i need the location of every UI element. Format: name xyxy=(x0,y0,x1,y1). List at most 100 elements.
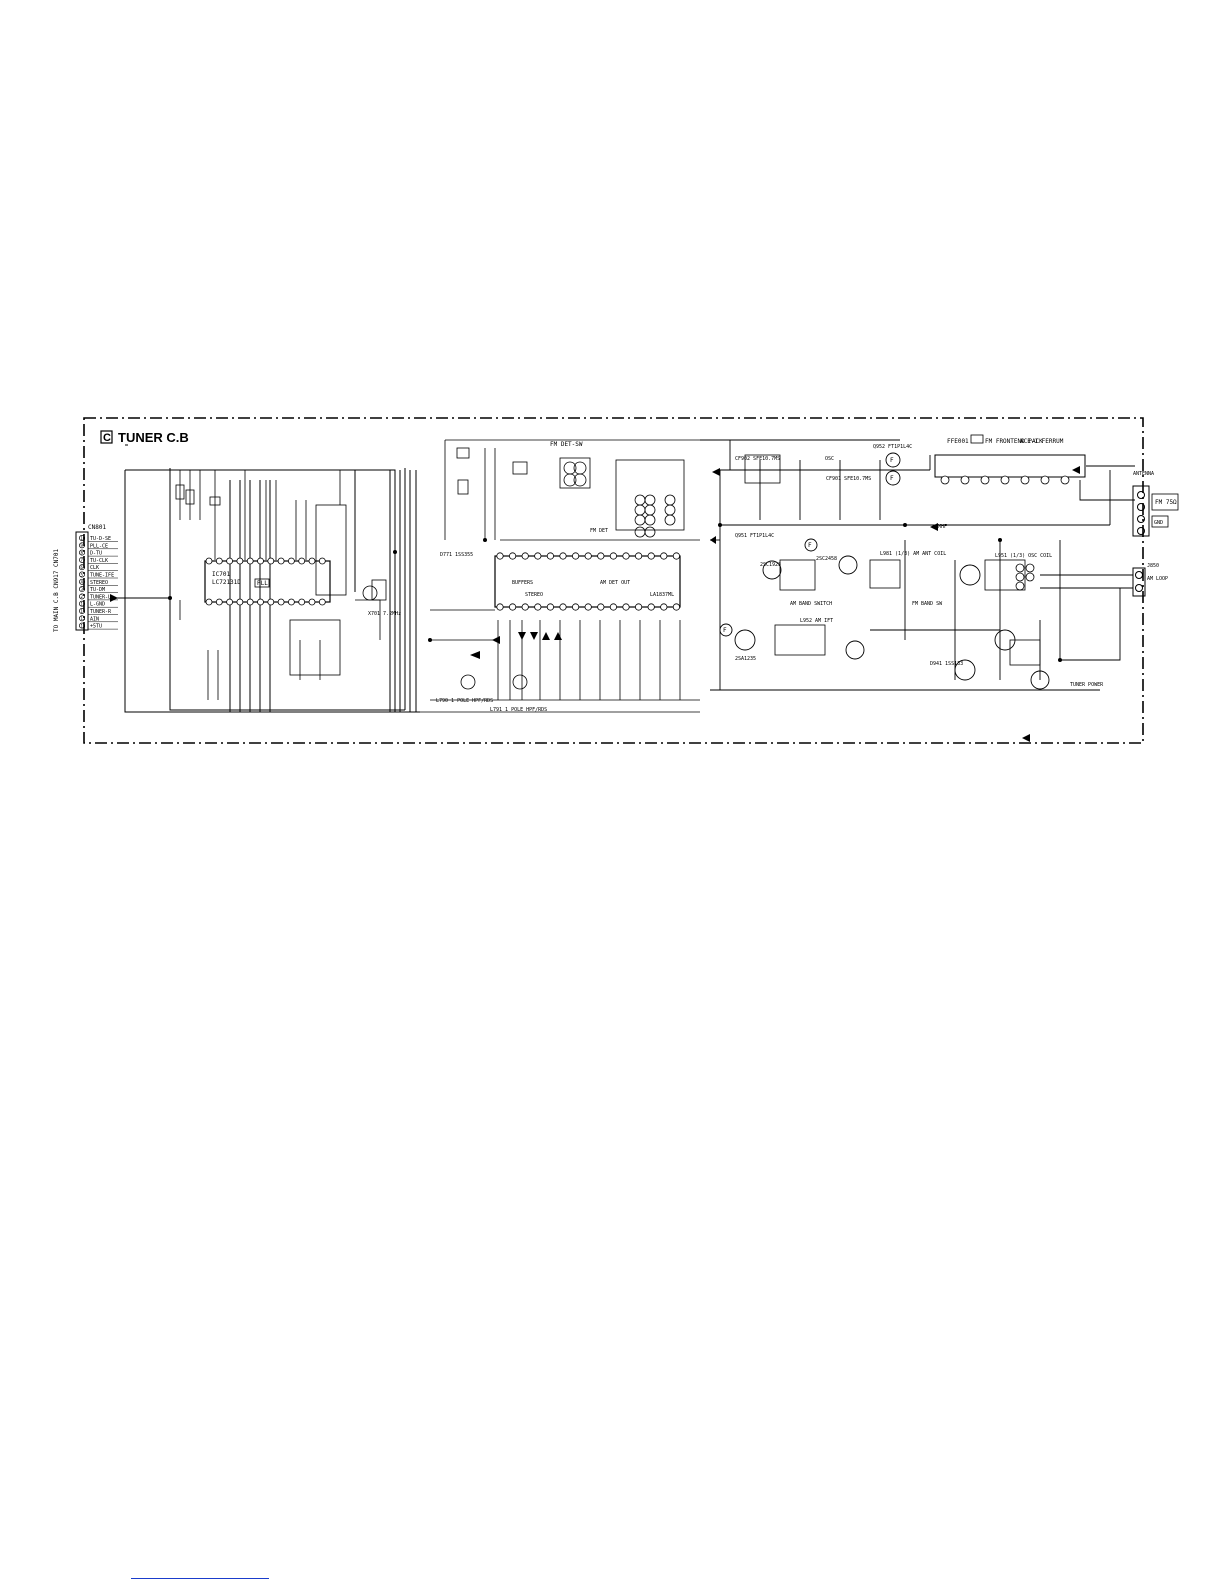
part-det: FM DET xyxy=(590,528,608,534)
cn801-signal-label: CLK xyxy=(90,565,99,571)
ic701-ref: IC701 xyxy=(212,571,230,578)
j801-ref: ANTENNA xyxy=(1133,471,1154,477)
footer-link-line[interactable] xyxy=(131,1578,269,1579)
ic701-pin xyxy=(287,598,295,606)
connector-j850: J850 AM LOOP xyxy=(1132,563,1168,597)
cn801-pin-number: 9 xyxy=(81,543,84,548)
cn801-pin xyxy=(79,535,85,541)
frontend-pin xyxy=(940,475,950,485)
ic701-part: LC72131D xyxy=(212,579,241,586)
ic701-pin xyxy=(277,598,285,606)
ic751-pin xyxy=(597,552,605,560)
if-peripherals xyxy=(420,439,700,713)
ic751-pin xyxy=(672,603,681,611)
ic751-pin xyxy=(571,552,580,560)
part-q953: 2SA1235 xyxy=(735,656,756,662)
ic751-pin xyxy=(584,552,592,560)
ic751-pin xyxy=(647,552,655,560)
signal-arrows xyxy=(110,466,1080,742)
junctions xyxy=(168,523,1062,662)
ic751-pin xyxy=(571,603,580,611)
cn801-pin xyxy=(79,586,85,593)
transistors xyxy=(719,452,1050,690)
svg-text:F: F xyxy=(723,627,727,634)
board-title-text: TUNER C.B xyxy=(118,430,189,445)
j801-fm: FM 75Ω xyxy=(1155,499,1177,506)
ic701-pin xyxy=(205,557,213,565)
ic751-pin xyxy=(622,603,630,611)
part-hf: MHF xyxy=(938,524,947,530)
cn801-pin-number: 5 xyxy=(81,572,84,577)
ic751-pin xyxy=(508,603,517,611)
j850-ref: J850 xyxy=(1147,563,1159,569)
part-q952: 2SC2458 xyxy=(816,556,837,562)
cn801-pin xyxy=(79,571,85,578)
cn801-pin xyxy=(79,556,85,563)
ic751-pin xyxy=(521,552,529,560)
ic701-pin xyxy=(298,557,306,565)
part-cf901: CF901 SFE10.7MS xyxy=(826,476,871,482)
fm-frontend: FFE001 FM FRONTEND PACK ACE-1 FERRUM xyxy=(934,434,1086,485)
cn801-pin xyxy=(79,608,85,614)
ic751-pin xyxy=(559,552,567,560)
part-coil-ant: L981 (1/3) AM ANT COIL xyxy=(880,551,946,557)
filter-labels: L790 1 POLE HPF/RDS L791 1 POLE HPF/RDS … xyxy=(436,552,547,713)
ic701-pin xyxy=(226,557,234,565)
part-xtal: X701 7.2MHz xyxy=(368,611,401,617)
cn801-signal-label: PLL-CE xyxy=(90,543,108,549)
ic751-pin xyxy=(634,603,643,611)
cn801-signal-label: TU-CLK xyxy=(90,558,108,564)
cn801-pin-number: 4 xyxy=(81,580,84,585)
rf-wiring xyxy=(700,439,1135,691)
cn801-signal-label: TU-DM xyxy=(90,587,105,593)
frontend-pin xyxy=(980,475,990,485)
part-tuner-power: TUNER POWER xyxy=(1070,682,1104,688)
cn801-signal-label: D-TU xyxy=(90,551,102,557)
part-coil-if: L952 AM IFT xyxy=(800,618,833,624)
ic751-if: BUFFERS AM DET OUT LA1837ML FM DET-SW xyxy=(494,441,681,611)
signal-bus xyxy=(115,444,420,713)
ic751-pin xyxy=(660,603,668,611)
ic751-pin xyxy=(508,552,517,560)
cn801-pin xyxy=(79,578,85,585)
ic701-pll: IC701 LC72131D PLL xyxy=(204,557,331,606)
cn801-pin-number: 13 xyxy=(81,623,86,628)
ic751-pin xyxy=(660,552,668,560)
ic751-pin xyxy=(496,552,504,560)
frontend-pin xyxy=(960,475,970,485)
part-stereo: STEREO xyxy=(525,592,543,598)
part-q902: Q952 FT1P1L4C xyxy=(873,444,912,450)
ic751-pin xyxy=(647,603,655,611)
cn801-side-label: TO MAIN C.B CN917 CN701 xyxy=(53,549,60,632)
part-q951: 2SC1923 xyxy=(760,562,781,568)
cn801-signal-label: TUNE-IFE xyxy=(90,573,114,579)
ic701-pin xyxy=(308,557,316,565)
ic751-pin xyxy=(634,552,643,560)
ic701-pin xyxy=(287,557,295,565)
coils xyxy=(744,454,1041,666)
ic701-pin xyxy=(246,598,254,606)
cn801-pin xyxy=(79,600,85,607)
connector-j801: ANTENNA FM 75Ω GND xyxy=(1132,471,1179,537)
ic751-pin xyxy=(496,603,504,611)
ic701-pin xyxy=(318,598,326,606)
right-connector-wiring xyxy=(1040,574,1133,661)
ic751-pin xyxy=(546,552,555,560)
ic751-section-2: AM DET OUT xyxy=(600,580,630,586)
ic701-pin xyxy=(215,598,223,606)
cn801-signal-label: TUNER-L xyxy=(90,594,111,600)
part-osc: OSC xyxy=(825,456,834,462)
ic751-pin xyxy=(609,552,618,560)
ic751-part: LA1837ML xyxy=(650,592,674,598)
cn801-ref: CN801 xyxy=(88,524,106,531)
part-cf902: CF902 SFE10.7MS xyxy=(735,456,780,462)
part-d941: D941 1SS133 xyxy=(930,661,963,667)
cn801-pin xyxy=(79,615,85,622)
rf-part-labels: Q951 FT1P1L4C Q952 FT1P1L4C 2SC1923 2SC2… xyxy=(368,444,1104,688)
ic701-pin xyxy=(267,598,275,606)
cn801-pin-number: 11 xyxy=(81,609,86,614)
ic701-pin xyxy=(205,598,213,606)
svg-text:F: F xyxy=(890,457,894,464)
cn801-pin xyxy=(79,622,85,629)
